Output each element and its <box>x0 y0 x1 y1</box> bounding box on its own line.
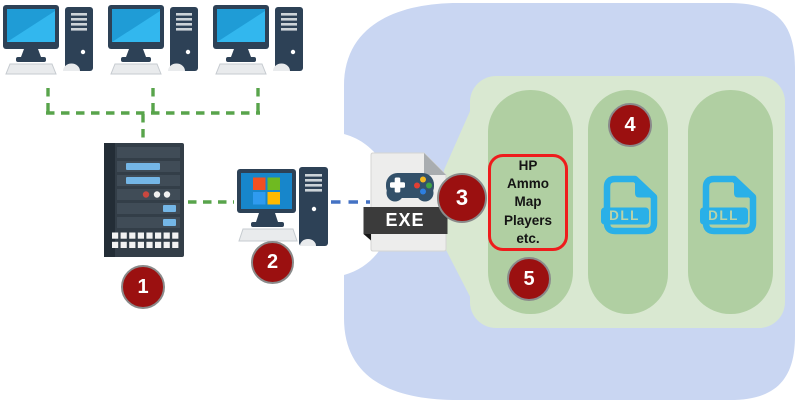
step-badge-5: 5 <box>507 257 551 301</box>
step-badge-1: 1 <box>121 265 165 309</box>
client-workstation-2 <box>107 4 199 75</box>
dll-file-label-2: DLL <box>708 208 739 223</box>
network-dashed-lines <box>46 88 260 204</box>
game-state-line: Ammo <box>506 176 549 192</box>
step-badge-4: 4 <box>608 103 652 147</box>
step-badge-2: 2 <box>251 241 294 284</box>
client-workstation-3 <box>212 4 304 75</box>
game-state-box: HP Ammo Map Players etc. <box>488 154 568 251</box>
client-workstation-1 <box>2 4 94 75</box>
server-rack-icon <box>104 143 184 257</box>
memory-column-3 <box>688 90 773 314</box>
memory-column-1 <box>488 90 573 314</box>
step-badge-3: 3 <box>437 173 487 223</box>
game-state-line: HP <box>518 158 538 173</box>
game-state-line: Players <box>503 212 553 228</box>
game-state-line: Map <box>514 194 542 210</box>
windows-desktop-icon <box>237 167 328 246</box>
gamepad-exe-file-icon <box>363 152 448 252</box>
dll-file-icon-1 <box>601 175 658 235</box>
dll-file-icon-2 <box>700 175 757 235</box>
memory-column-2 <box>588 90 668 314</box>
game-state-line: etc. <box>516 230 540 246</box>
exe-file-label: EXE <box>385 210 425 230</box>
dll-file-label-1: DLL <box>609 208 640 223</box>
